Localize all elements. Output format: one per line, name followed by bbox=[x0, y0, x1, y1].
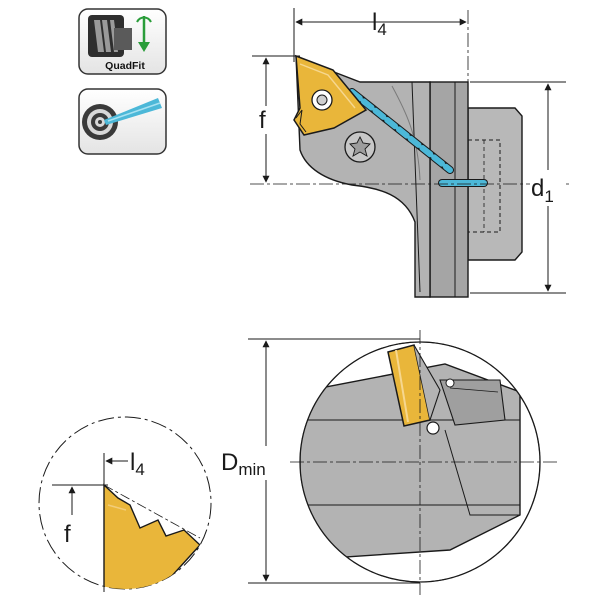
detail-dim-l4-label: l4 bbox=[130, 449, 145, 479]
quadfit-label: QuadFit bbox=[105, 60, 145, 72]
top-view-tool bbox=[293, 54, 523, 298]
top-dim-l4: l4 bbox=[293, 8, 467, 62]
quadfit-badge: QuadFit bbox=[78, 8, 167, 75]
bottom-dim-dmin: Dmin bbox=[220, 338, 420, 584]
detail-dim-f: f bbox=[64, 486, 76, 548]
bottom-dim-dmin-label: Dmin bbox=[221, 449, 266, 479]
detail-dim-f-label: f bbox=[64, 521, 71, 548]
detail-view bbox=[38, 416, 212, 592]
quadfit-coupling-icon bbox=[88, 15, 152, 57]
top-dim-f-label: f bbox=[259, 107, 266, 134]
top-dim-l4-label: l4 bbox=[372, 9, 387, 39]
bottom-view-centerlines bbox=[290, 330, 560, 595]
coolant-badge bbox=[78, 88, 167, 155]
top-dim-d1: d1 bbox=[470, 81, 566, 294]
top-dim-f: f bbox=[252, 55, 300, 183]
detail-dim-l4: l4 bbox=[105, 449, 145, 479]
top-dim-d1-label: d1 bbox=[531, 175, 554, 206]
coolant-jet-icon bbox=[82, 98, 162, 140]
top-view-centerlines bbox=[250, 10, 570, 185]
